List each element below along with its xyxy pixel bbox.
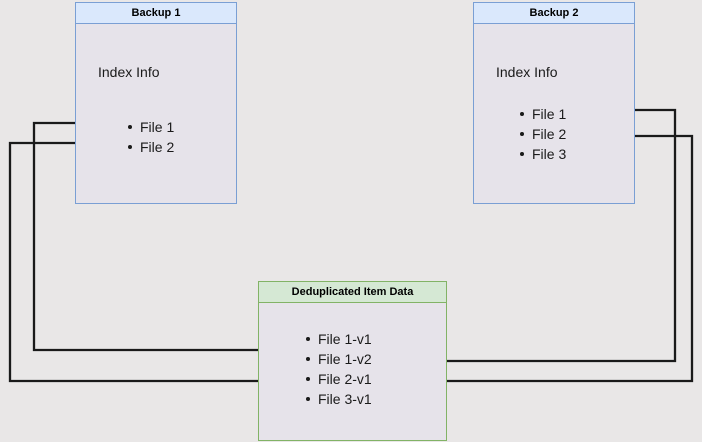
list-item[interactable]: File 1-v1: [305, 329, 372, 349]
list-item[interactable]: File 2: [127, 137, 174, 157]
node-dedup-file-list: File 1-v1 File 1-v2 File 2-v1 File 3-v1: [305, 329, 372, 409]
list-item[interactable]: File 3-v1: [305, 389, 372, 409]
node-backup2[interactable]: Backup 2 Index Info File 1 File 2 File 3: [473, 2, 635, 204]
node-backup1-index-label: Index Info: [98, 64, 160, 80]
node-backup1[interactable]: Backup 1 Index Info File 1 File 2: [75, 2, 237, 204]
node-backup1-header: Backup 1: [76, 3, 236, 24]
list-item[interactable]: File 2: [519, 124, 566, 144]
list-item[interactable]: File 3: [519, 144, 566, 164]
list-item[interactable]: File 1-v2: [305, 349, 372, 369]
connector-backup2-file1-to-dedup-file1v2: [396, 108, 677, 365]
node-backup2-index-label: Index Info: [496, 64, 558, 80]
connector-backup2-file2-to-dedup-file2v1: [408, 134, 694, 385]
list-item[interactable]: File 1: [519, 104, 566, 124]
connector-backup1-file2-to-dedup-file2v1: [8, 141, 297, 385]
node-dedup-body: File 1-v1 File 1-v2 File 2-v1 File 3-v1: [259, 303, 446, 440]
node-backup2-header: Backup 2: [474, 3, 634, 24]
node-backup1-file-list: File 1 File 2: [127, 117, 174, 157]
node-backup2-file-list: File 1 File 2 File 3: [519, 104, 566, 164]
node-deduplicated-item-data[interactable]: Deduplicated Item Data File 1-v1 File 1-…: [258, 281, 447, 441]
list-item[interactable]: File 2-v1: [305, 369, 372, 389]
list-item[interactable]: File 1: [127, 117, 174, 137]
node-backup1-body: Index Info File 1 File 2: [76, 24, 236, 203]
node-backup2-body: Index Info File 1 File 2 File 3: [474, 24, 634, 203]
node-dedup-header: Deduplicated Item Data: [259, 282, 446, 303]
